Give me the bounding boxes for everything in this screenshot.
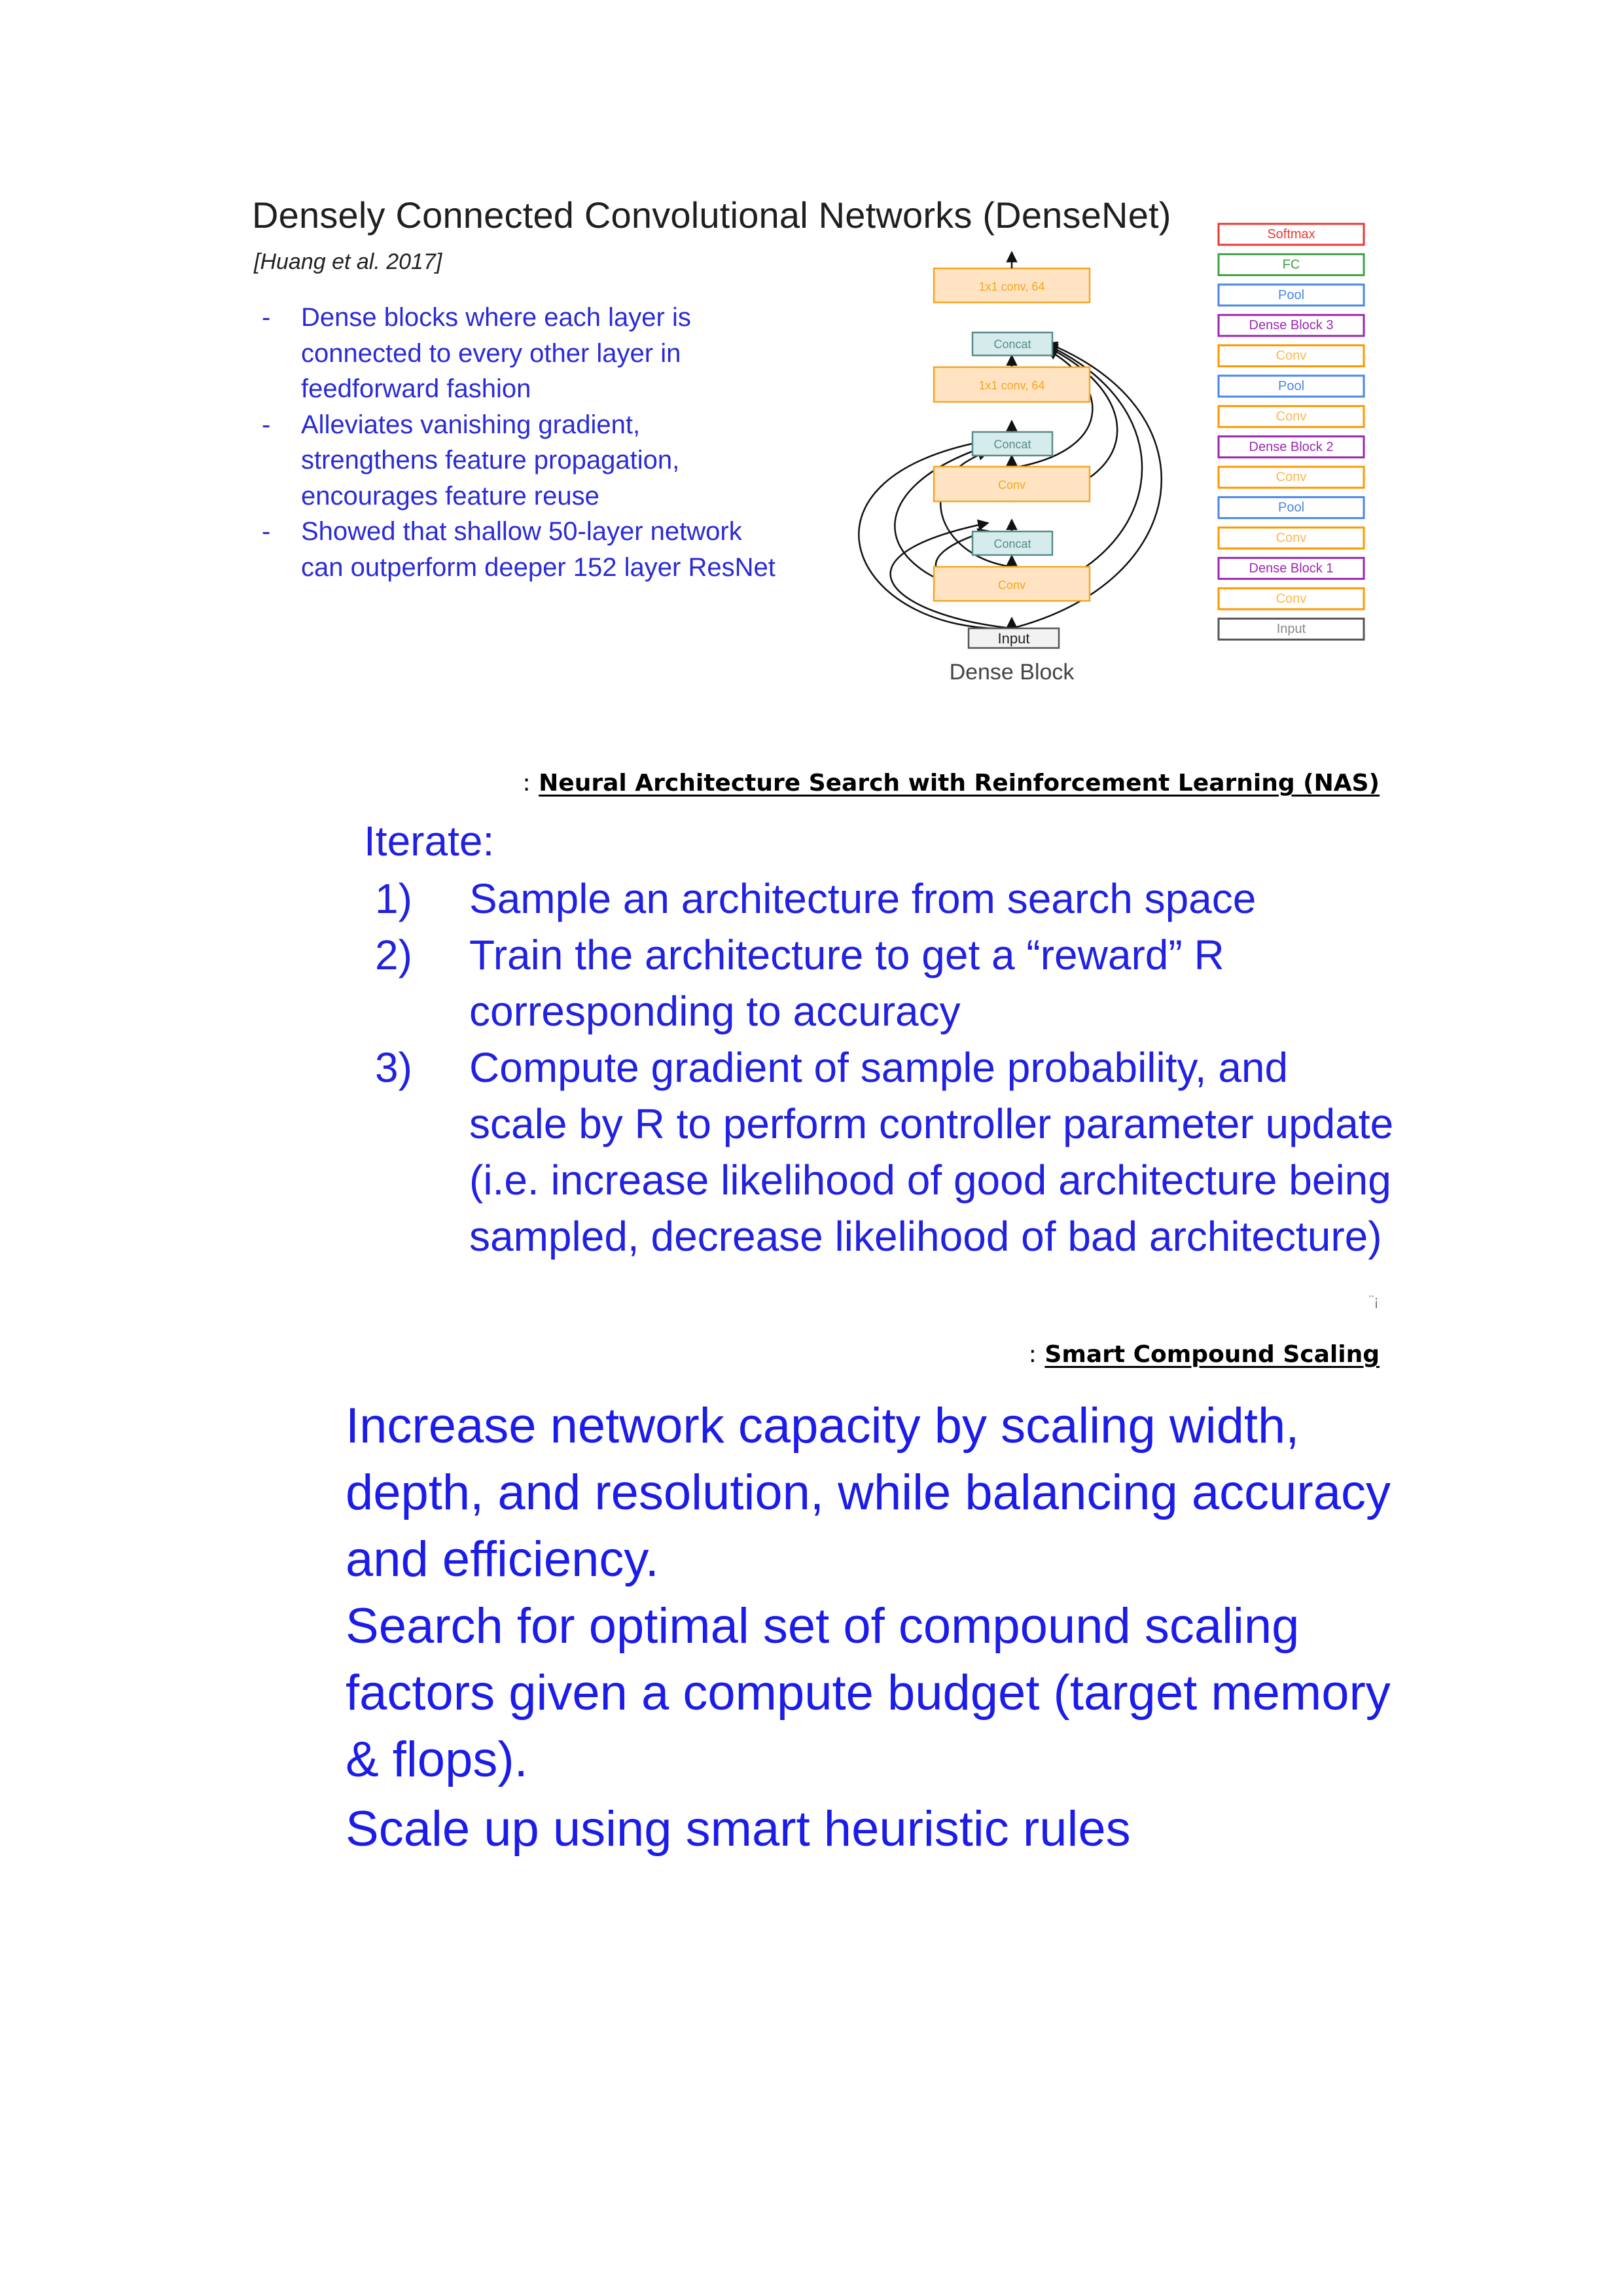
nas-step: 3) Compute gradient of sample probabilit… bbox=[375, 1039, 1396, 1265]
stack-layer-box bbox=[1217, 496, 1365, 520]
nas-step-text: Train the architecture to get a “reward”… bbox=[469, 931, 1224, 1035]
scaling-paragraph: Search for optimal set of compound scali… bbox=[346, 1598, 1391, 1787]
stack-layer-label: Dense Block 2 bbox=[1249, 440, 1334, 454]
stack-layer-box bbox=[1217, 556, 1365, 580]
dense-block-input: Input bbox=[998, 630, 1030, 647]
densenet-bullet: Alleviates vanishing gradient, strengthe… bbox=[257, 407, 780, 514]
dense-block-1x1-conv: 1x1 conv, 64 bbox=[979, 280, 1045, 293]
stack-layer-box bbox=[1217, 374, 1365, 398]
scaling-paragraph: Scale up using smart heuristic rules bbox=[346, 1801, 1131, 1857]
stack-layer-label: Pool bbox=[1278, 288, 1304, 302]
dense-block-concat: Concat bbox=[993, 537, 1031, 550]
stack-layer-label: FC bbox=[1283, 257, 1300, 272]
scaling-paragraph: Increase network capacity by scaling wid… bbox=[346, 1398, 1391, 1587]
stack-layer-box bbox=[1217, 465, 1365, 489]
stack-layer-box bbox=[1217, 404, 1365, 428]
stack-layer-label: Dense Block 1 bbox=[1249, 561, 1334, 575]
stack-layer-label: Conv bbox=[1276, 531, 1307, 545]
dense-block-diagram: Input Conv Concat Conv Concat 1x1 conv, … bbox=[858, 251, 1162, 685]
nas-step-number: 1) bbox=[375, 875, 412, 922]
nas-heading-text: Neural Architecture Search with Reinforc… bbox=[539, 770, 1380, 797]
stack-layer-box bbox=[1217, 435, 1365, 459]
nas-step-number: 3) bbox=[375, 1044, 412, 1091]
stack-layer-label: Conv bbox=[1276, 409, 1307, 423]
densenet-title: Densely Connected Convolutional Networks… bbox=[252, 194, 1171, 236]
densenet-bullet-list: Dense blocks where each layer is connect… bbox=[257, 300, 780, 585]
stack-layer-label: Dense Block 3 bbox=[1249, 318, 1334, 332]
stack-layer-box bbox=[1217, 617, 1365, 641]
dense-block-conv: Conv bbox=[998, 478, 1026, 492]
scaling-heading-colon: : bbox=[1028, 1341, 1037, 1368]
nas-step-text: Compute gradient of sample probability, … bbox=[469, 1044, 1394, 1260]
stack-layer-box bbox=[1217, 283, 1365, 307]
dense-block-conv: Conv bbox=[998, 579, 1026, 592]
nas-heading: : Neural Architecture Search with Reinfo… bbox=[522, 770, 1380, 797]
nas-step: 1) Sample an architecture from search sp… bbox=[375, 870, 1396, 927]
dense-block-concat: Concat bbox=[993, 438, 1031, 451]
scaling-heading: : Smart Compound Scaling bbox=[1029, 1341, 1380, 1368]
stack-layer-box bbox=[1217, 587, 1365, 611]
nas-step-number: 2) bbox=[375, 931, 412, 978]
stack-layer-box bbox=[1217, 526, 1365, 550]
nas-iterate-label: Iterate: bbox=[364, 817, 495, 865]
stack-layer-box bbox=[1217, 314, 1365, 337]
dense-block-caption: Dense Block bbox=[950, 660, 1075, 685]
scaling-heading-text: Smart Compound Scaling bbox=[1044, 1341, 1380, 1368]
densenet-citation: [Huang et al. 2017] bbox=[254, 249, 442, 274]
densenet-bullet: Showed that shallow 50-layer network can… bbox=[257, 514, 780, 585]
densenet-bullet: Dense blocks where each layer is connect… bbox=[257, 300, 780, 407]
stack-layer-box bbox=[1217, 253, 1365, 276]
nas-step-list: 1) Sample an architecture from search sp… bbox=[375, 870, 1396, 1265]
stack-layer-label: Conv bbox=[1276, 470, 1307, 484]
densenet-figure: Input Conv Concat Conv Concat 1x1 conv, … bbox=[858, 223, 1365, 685]
nas-step-text: Sample an architecture from search space bbox=[469, 875, 1257, 922]
nas-step: 2) Train the architecture to get a “rewa… bbox=[375, 927, 1396, 1039]
nas-heading-colon: : bbox=[522, 770, 531, 797]
stack-layer-label: Softmax bbox=[1267, 227, 1315, 242]
stack-layer-label: Pool bbox=[1278, 501, 1304, 515]
stack-layer-box bbox=[1217, 223, 1365, 246]
dense-block-concat: Concat bbox=[993, 338, 1031, 351]
dense-block-1x1-conv: 1x1 conv, 64 bbox=[979, 379, 1045, 392]
scaling-body: Increase network capacity by scaling wid… bbox=[346, 1393, 1432, 1863]
stack-layer-label: Pool bbox=[1278, 379, 1304, 393]
stack-layer-box bbox=[1217, 344, 1365, 368]
stack-layer-label: Conv bbox=[1276, 592, 1307, 606]
stack-layer-label: Input bbox=[1277, 622, 1306, 636]
stack-layer-label: Conv bbox=[1276, 349, 1307, 363]
stray-mark: ¨¡ bbox=[1369, 1293, 1379, 1309]
